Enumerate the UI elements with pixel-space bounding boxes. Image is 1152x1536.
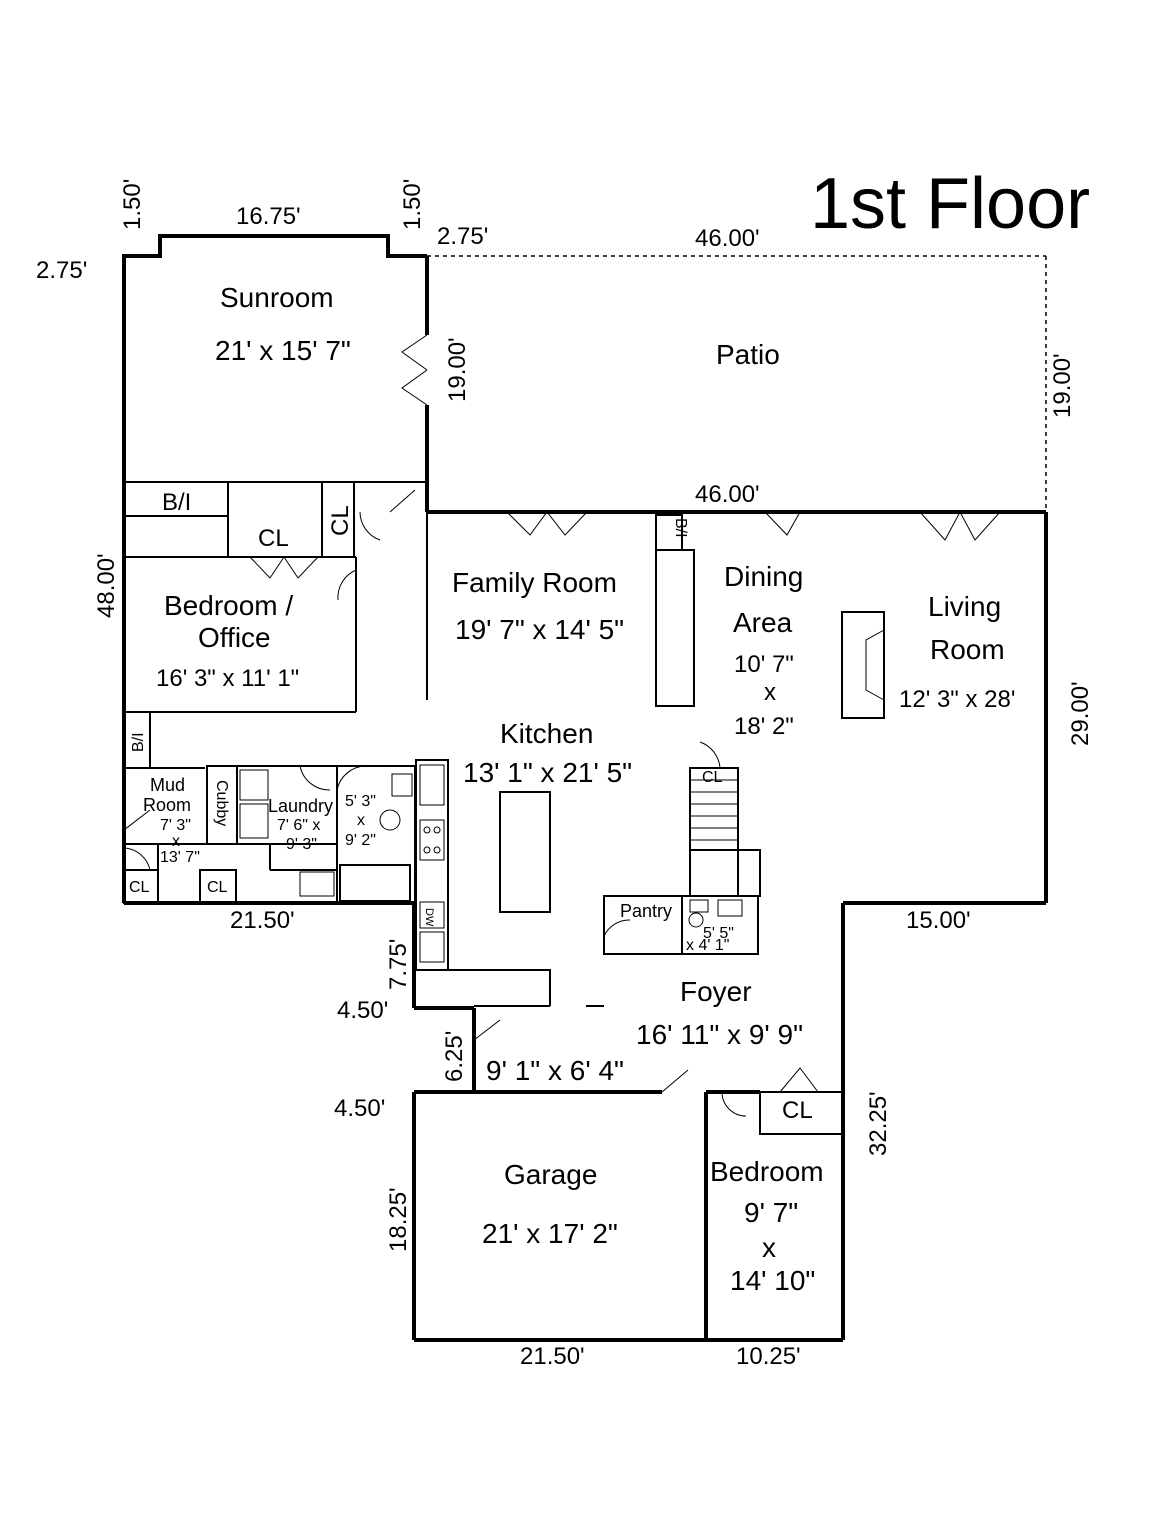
cl-label-office: CL [258, 525, 289, 552]
living-size: 12' 3" x 28' [899, 686, 1015, 713]
dim-15: 15.00' [906, 907, 971, 934]
bedroom-size-x: x [762, 1232, 776, 1263]
mud-room-label-1: Mud [150, 775, 185, 795]
dim-10-25: 10.25' [736, 1343, 801, 1370]
cl-label-bedroom: CL [782, 1097, 813, 1124]
bedroom-size-1: 9' 7" [744, 1197, 798, 1228]
entry-size: 9' 1" x 6' 4" [486, 1055, 624, 1086]
sunroom-label: Sunroom [220, 282, 334, 313]
dim-29: 29.00' [1067, 681, 1094, 746]
patio-outline [427, 255, 1047, 512]
dining-size-1: 10' 7" [734, 651, 794, 678]
dw-label: DW [423, 908, 435, 927]
cubby-label: Cubby [213, 780, 230, 826]
dining-label-2: Area [733, 607, 793, 638]
windows [122, 234, 1048, 1281]
bi-label-kitchen: B/I [672, 518, 689, 538]
dim-19-sunroom: 19.00' [444, 337, 471, 402]
cl-label-laundry: CL [207, 879, 228, 896]
dim-21-50-bottom: 21.50' [520, 1343, 585, 1370]
laundry-size-1: 7' 6" x [277, 817, 320, 834]
dim-46-top: 46.00' [695, 225, 760, 252]
cl-label-stairs: CL [702, 769, 723, 786]
family-room-label: Family Room [452, 567, 617, 598]
dim-7-75: 7.75' [385, 939, 412, 990]
floor-title: 1st Floor [810, 164, 1090, 244]
cl-label-mud: CL [129, 879, 150, 896]
dining-size-2: 18' 2" [734, 713, 794, 740]
patio-label: Patio [716, 339, 780, 370]
bi-label-top: B/I [162, 489, 191, 516]
bedroom-size-2: 14' 10" [730, 1265, 815, 1296]
dim-6-25: 6.25' [441, 1031, 468, 1082]
garage-label: Garage [504, 1159, 597, 1190]
dim-48: 48.00' [93, 553, 120, 618]
mud-room-size-2: 13' 7" [160, 849, 200, 866]
laundry-label: Laundry [268, 796, 333, 816]
interior-walls [123, 481, 885, 1135]
bath-size-1: 5' 3" [345, 793, 376, 810]
mud-room-size-1: 7' 3" [160, 817, 191, 834]
pantry-label: Pantry [620, 901, 672, 921]
bi-label-mud: B/I [130, 732, 147, 752]
foyer-size: 16' 11" x 9' 9" [636, 1019, 803, 1050]
dim-2-75-right: 2.75' [437, 223, 488, 250]
sunroom-size: 21' x 15' 7" [215, 335, 351, 366]
doors [123, 334, 1001, 1117]
bedroom-label: Bedroom [710, 1156, 824, 1187]
bath-size-x: x [357, 812, 365, 829]
mud-room-label-2: Room [143, 795, 191, 815]
kitchen-size: 13' 1" x 21' 5" [463, 757, 632, 788]
mud-room-size-x: x [172, 833, 180, 850]
living-label-2: Room [930, 634, 1005, 665]
family-room-size: 19' 7" x 14' 5" [455, 614, 624, 645]
dim-2-75-left: 2.75' [36, 257, 87, 284]
kitchen-label: Kitchen [500, 718, 593, 749]
dining-size-x: x [764, 679, 776, 706]
dim-16-75: 16.75' [236, 203, 301, 230]
dim-1-50-left: 1.50' [119, 179, 146, 230]
half-bath-size-1: 5' 5" [703, 925, 734, 942]
dim-18-25: 18.25' [385, 1187, 412, 1252]
office-label-2: Office [198, 622, 271, 653]
dim-1-50-right: 1.50' [399, 179, 426, 230]
dim-4-50-a: 4.50' [337, 997, 388, 1024]
cl-label-vertical: CL [327, 505, 354, 536]
office-label-1: Bedroom / [164, 590, 293, 621]
half-bath-size-2: x 4' 1" [686, 937, 729, 954]
dim-32-25: 32.25' [865, 1091, 892, 1156]
dim-46-mid: 46.00' [695, 481, 760, 508]
laundry-size-2: 9' 3" [286, 836, 317, 853]
office-size: 16' 3" x 11' 1" [156, 665, 299, 692]
garage-size: 21' x 17' 2" [482, 1218, 618, 1249]
exterior-walls [122, 234, 1048, 1342]
foyer-label: Foyer [680, 976, 752, 1007]
dining-label-1: Dining [724, 561, 803, 592]
bath-size-2: 9' 2" [345, 832, 376, 849]
dim-19-patio: 19.00' [1049, 353, 1076, 418]
dim-21-50-top: 21.50' [230, 907, 295, 934]
living-label-1: Living [928, 591, 1001, 622]
dim-4-50-b: 4.50' [334, 1095, 385, 1122]
